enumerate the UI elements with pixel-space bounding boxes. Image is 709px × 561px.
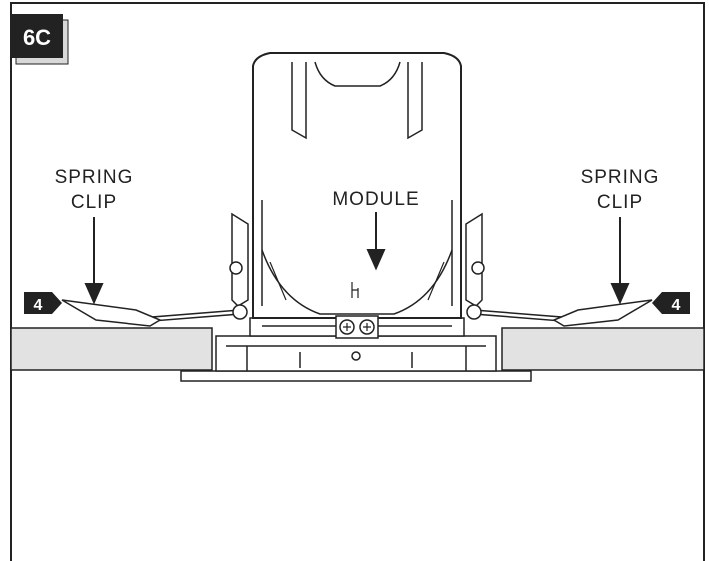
label-spring-clip-right-line2: CLIP — [597, 192, 643, 213]
center-screws — [335, 315, 379, 339]
arrow-head-right — [610, 283, 630, 305]
label-spring-clip-left-line1: SPRING — [55, 167, 134, 188]
diagram-frame — [10, 2, 705, 561]
trim-flange — [180, 335, 532, 382]
step-badge: 6C — [11, 14, 69, 65]
ceiling — [10, 327, 705, 371]
ceiling-left — [10, 327, 213, 371]
callout-right: 4 — [652, 292, 690, 314]
module-housing — [252, 52, 462, 319]
step-badge-text: 6C — [23, 25, 51, 50]
label-spring-clip-left-line2: CLIP — [71, 192, 117, 213]
label-module: MODULE — [332, 189, 419, 210]
ceiling-right — [501, 327, 705, 371]
side-brackets — [229, 212, 485, 307]
spring-clip-left — [61, 299, 248, 327]
leader-arrows — [84, 212, 630, 305]
callout-left: 4 — [24, 292, 62, 314]
trim-screw-hole — [351, 351, 361, 361]
label-spring-clip-right-line1: SPRING — [581, 167, 660, 188]
callout-right-text: 4 — [672, 297, 681, 314]
arrow-head-left — [84, 283, 104, 305]
spring-clip-right — [466, 299, 653, 327]
callout-left-text: 4 — [34, 297, 43, 314]
arrow-head-module — [366, 249, 386, 271]
module-center-tab — [351, 282, 359, 298]
